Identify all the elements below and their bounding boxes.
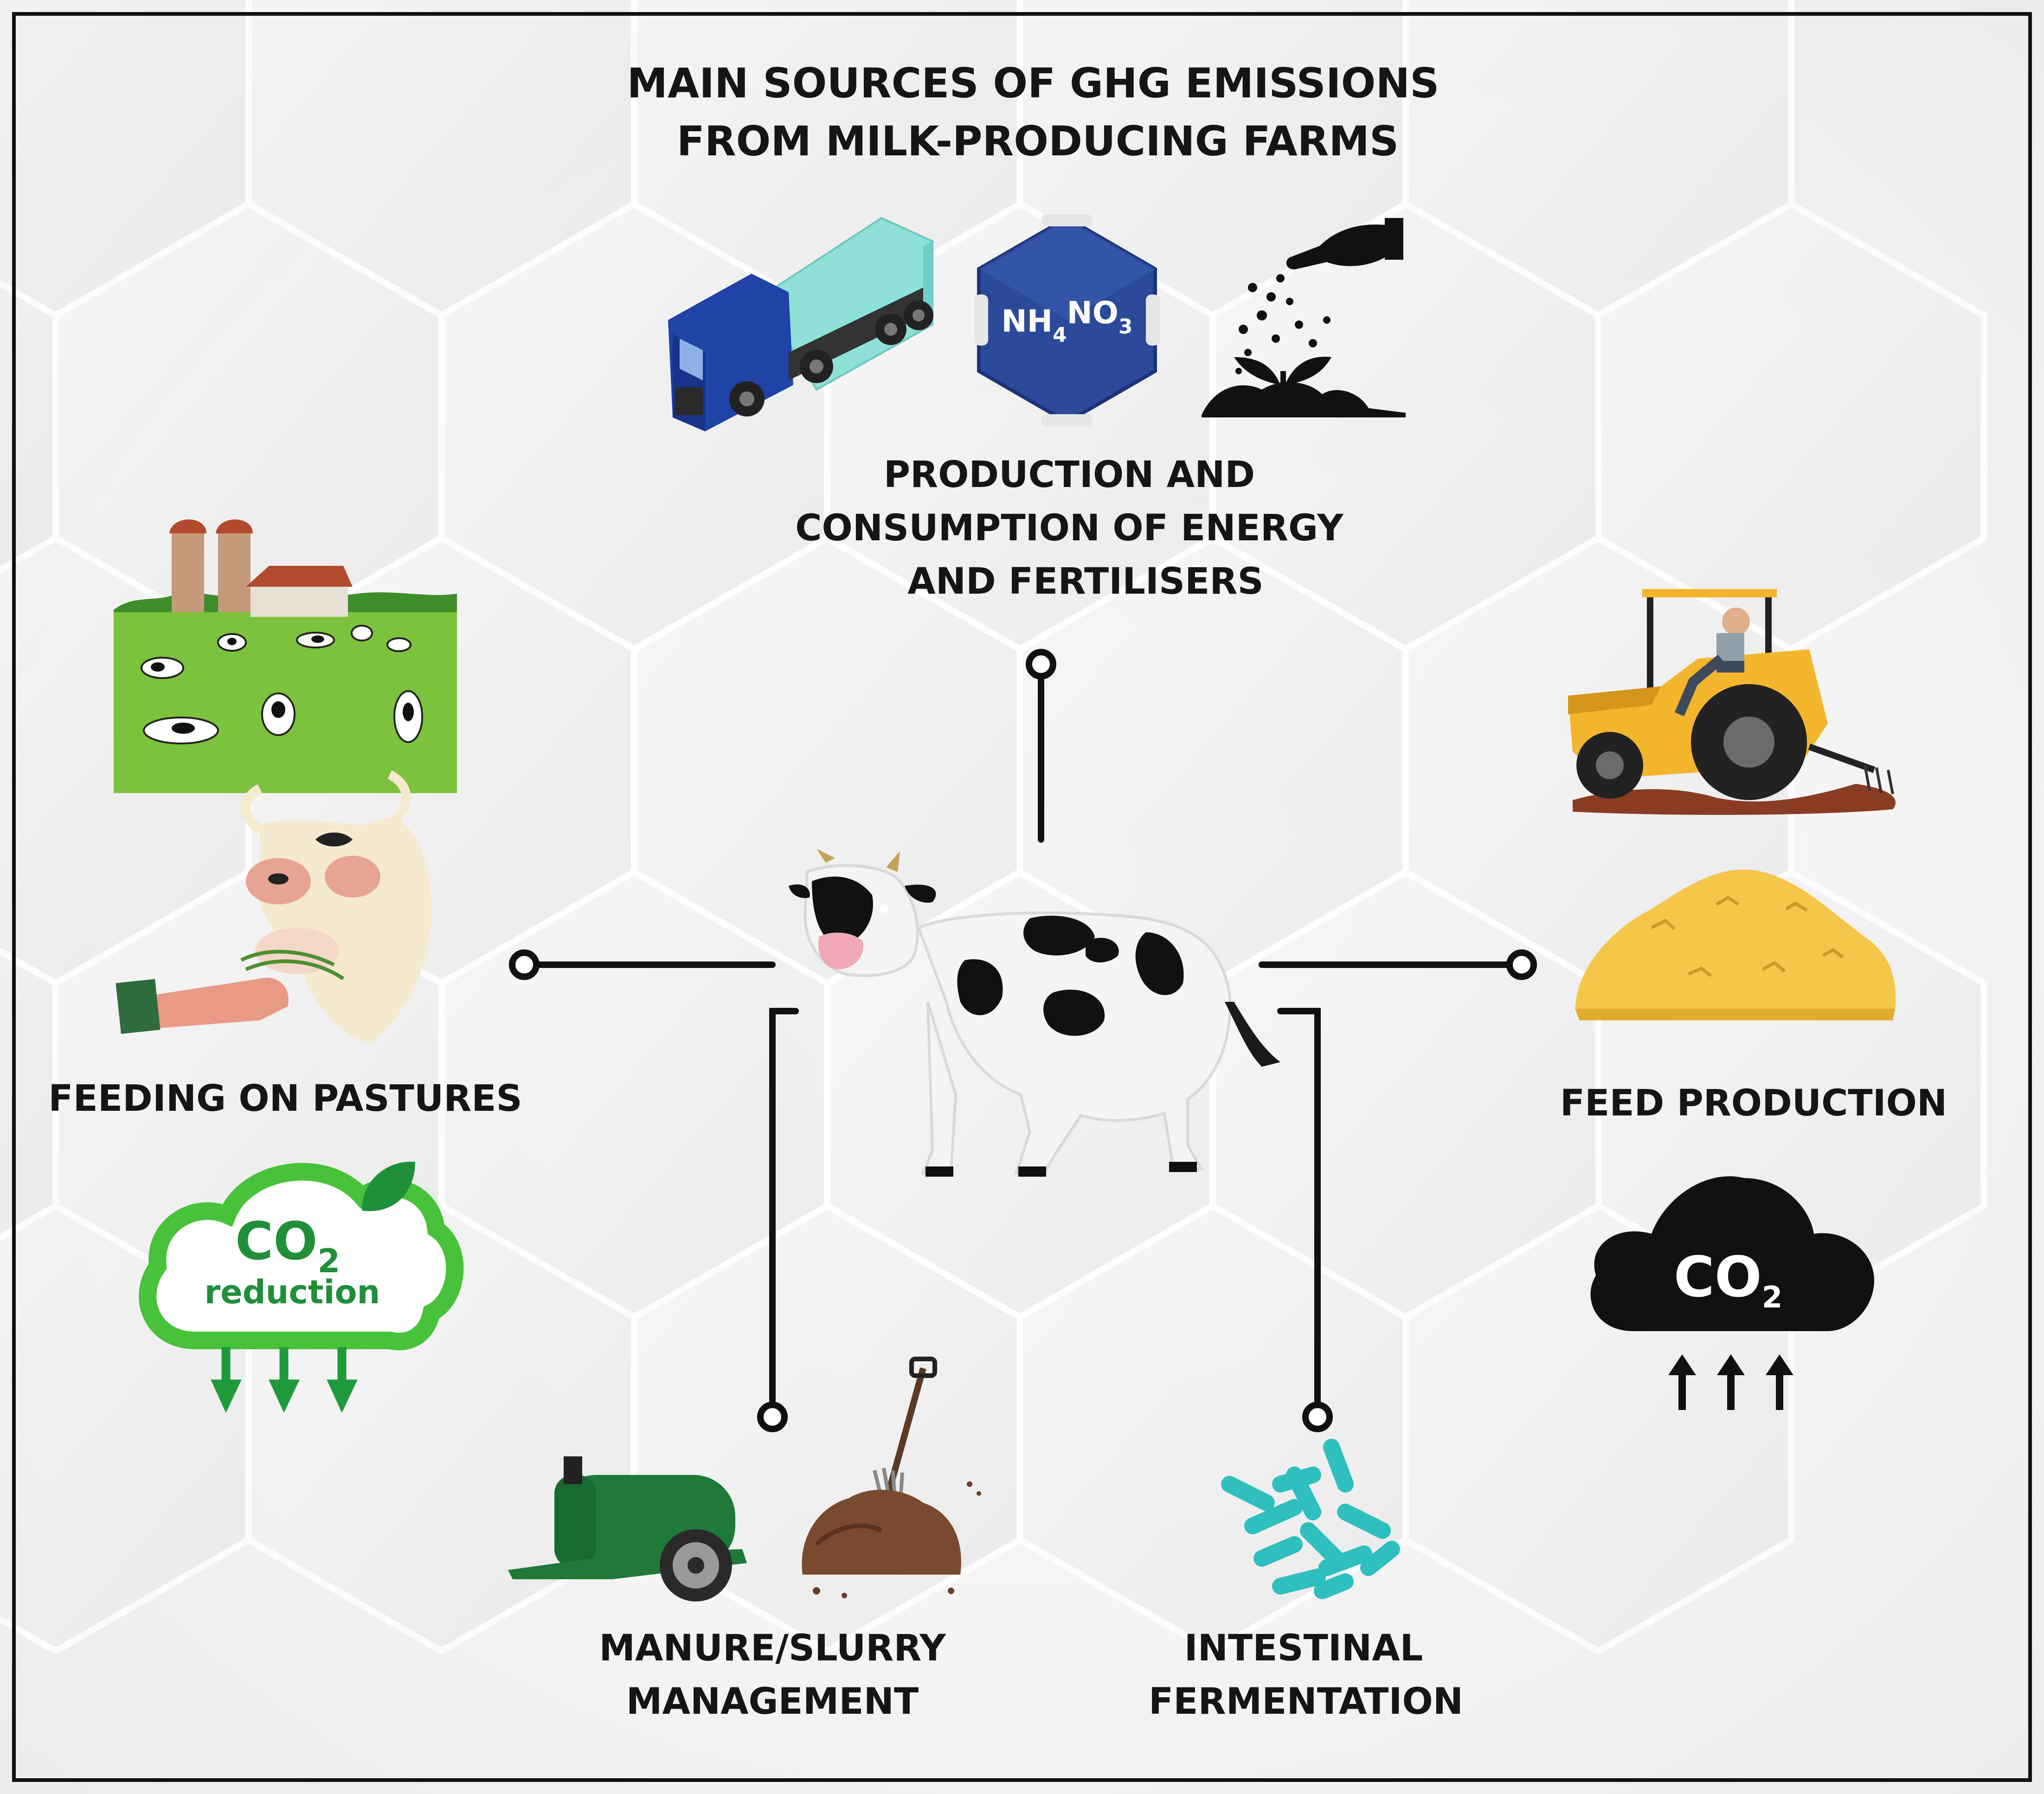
energy-label-line1: PRODUCTION AND	[884, 454, 1255, 496]
connector-intestinal	[1277, 1008, 1321, 1406]
slurry-tanker-icon	[508, 1456, 747, 1602]
energy-label-line2: CONSUMPTION OF ENERGY	[795, 507, 1344, 549]
connector-node-intestinal	[1302, 1402, 1333, 1432]
connector-node-energy	[1026, 649, 1056, 679]
intestinal-label-line2: FERMENTATION	[1149, 1681, 1463, 1723]
manure-label-line2: MANAGEMENT	[626, 1681, 919, 1723]
co2-emission-cloud-icon: CO2	[1590, 1176, 1874, 1410]
connector-node-manure	[757, 1402, 788, 1432]
bacteria-icon	[1221, 1439, 1400, 1599]
dairy-cow-icon	[789, 849, 1280, 1177]
manure-pile-icon	[802, 1357, 981, 1598]
tractor-icon	[1568, 589, 1896, 815]
svg-text:CO2: CO2	[235, 1211, 340, 1280]
diagram-title-line2: FROM MILK-PRODUCING FARMS	[677, 117, 1399, 165]
manure-label-line1: MANURE/SLURRY	[599, 1627, 946, 1669]
connector-node-pastures	[509, 949, 540, 980]
ammonium-nitrate-icon: NH4NO3	[974, 214, 1160, 426]
hay-pile-icon	[1575, 869, 1896, 1020]
energy-label-line3: AND FERTILISERS	[907, 561, 1263, 602]
svg-text:CO2: CO2	[1674, 1245, 1783, 1315]
hand-feeding-cow-icon	[116, 770, 431, 1044]
pastures-label: FEEDING ON PASTURES	[48, 1078, 522, 1120]
svg-text:NH4NO3: NH4NO3	[1001, 295, 1132, 347]
co2-reduction-cloud-icon: CO2 reduction	[139, 1161, 464, 1413]
diagram-title-line1: MAIN SOURCES OF GHG EMISSIONS	[627, 59, 1440, 107]
truck-icon	[668, 217, 933, 431]
feed-label: FEED PRODUCTION	[1560, 1083, 1947, 1124]
pasture-farm-icon	[114, 519, 457, 793]
frame-border	[12, 12, 2032, 1782]
co2-reduction-text: reduction	[205, 1273, 380, 1311]
intestinal-label-line1: INTESTINAL	[1184, 1627, 1423, 1669]
seeding-hand-icon	[1202, 218, 1406, 417]
connector-node-feed	[1506, 949, 1537, 980]
connectors	[509, 649, 1537, 1432]
connector-manure	[769, 1008, 799, 1406]
